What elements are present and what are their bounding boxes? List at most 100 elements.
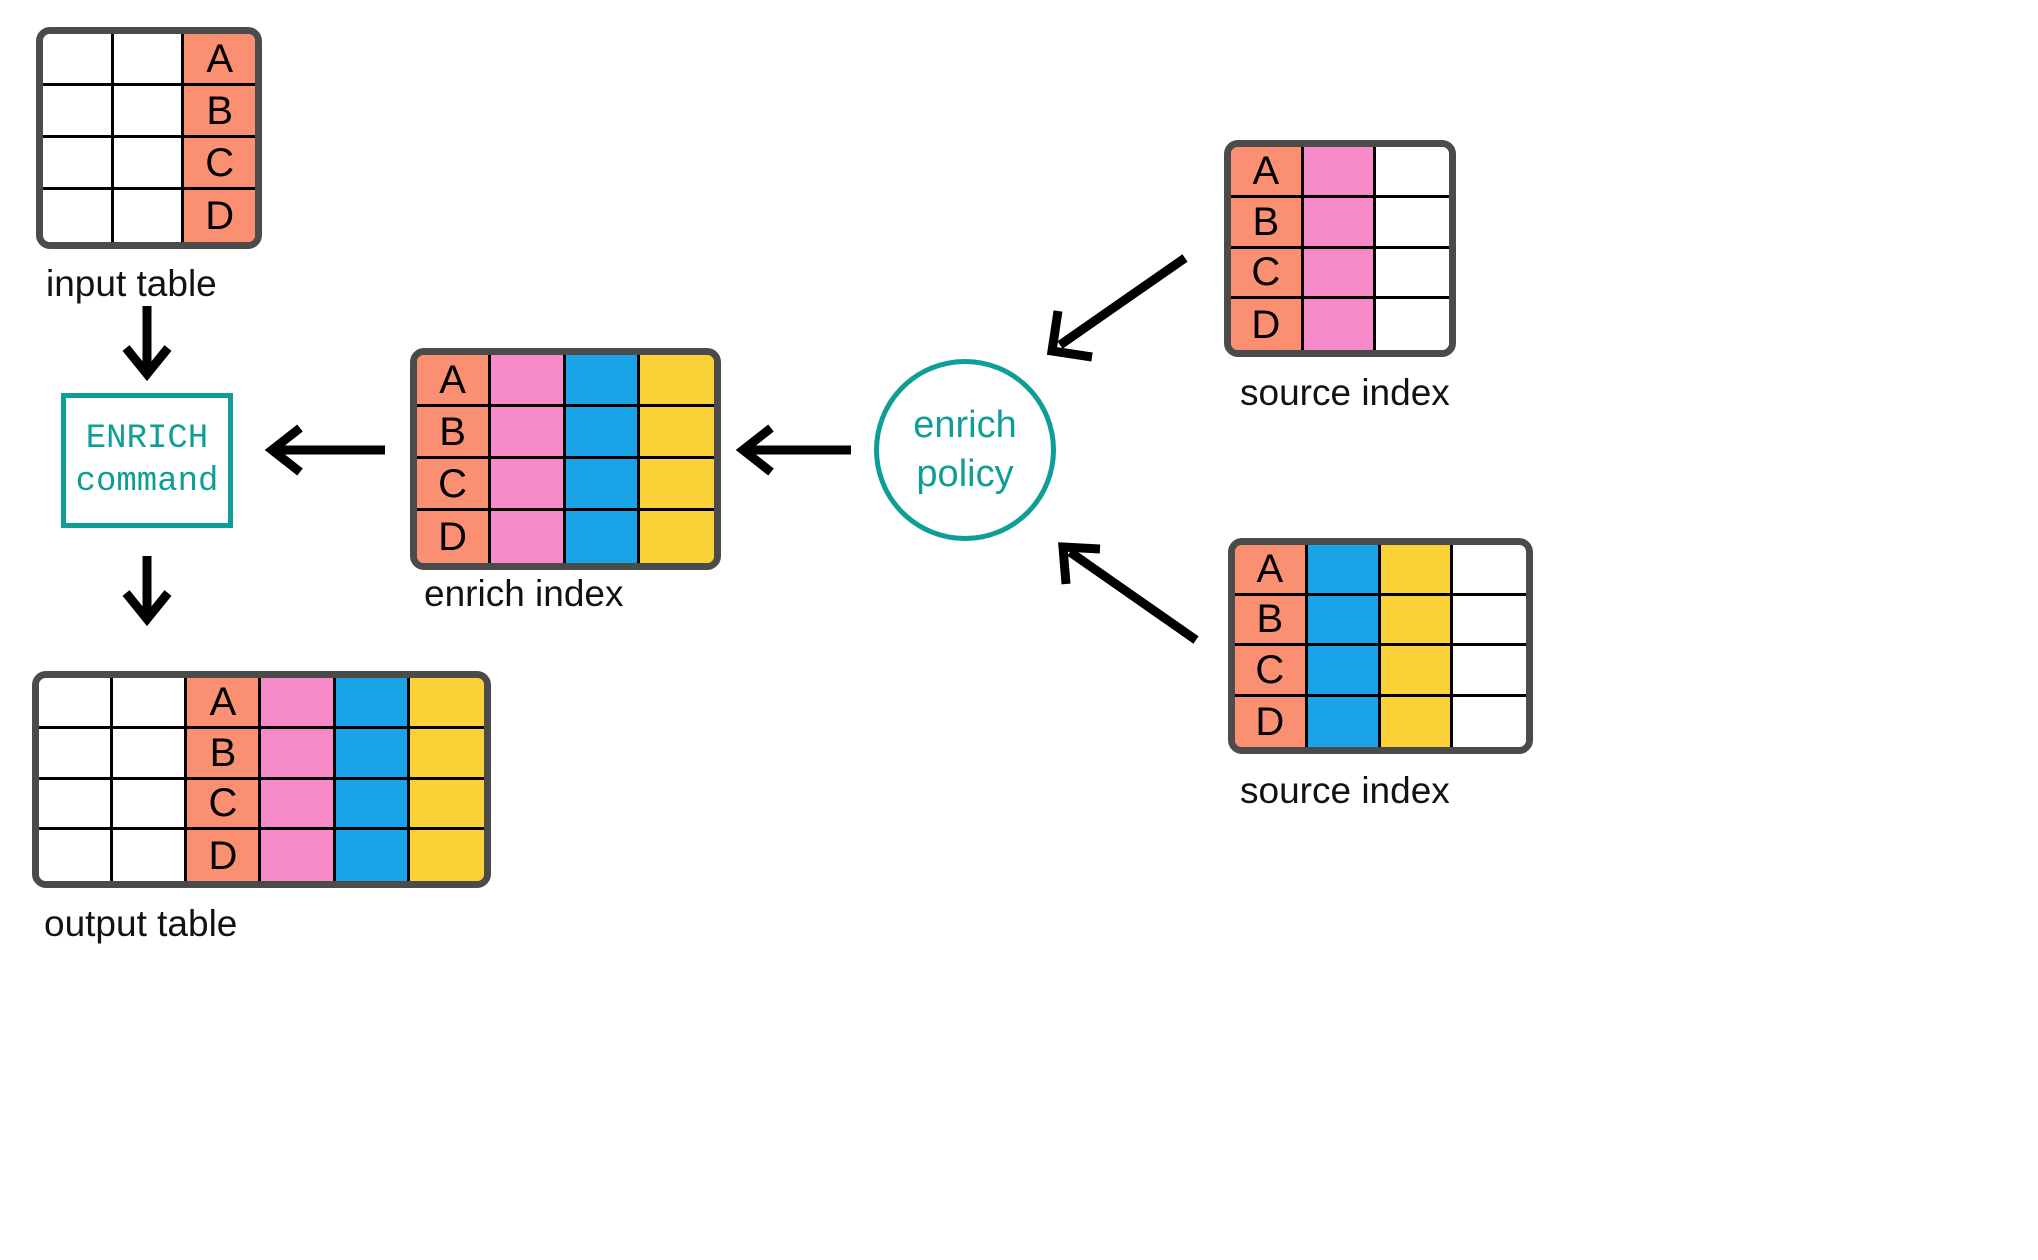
table-cell xyxy=(565,511,640,563)
arrow-enrich-policy-to-enrich-index xyxy=(735,424,851,476)
table-cell xyxy=(1380,646,1454,697)
table-cell xyxy=(1376,299,1449,350)
table-cell-key: D xyxy=(184,190,255,242)
table-cell xyxy=(1453,545,1526,596)
table-cell xyxy=(1303,197,1377,249)
enrich-command-line2: command xyxy=(75,462,219,501)
source-index-top-label: source index xyxy=(1240,372,1450,413)
table-cell-key: C xyxy=(187,779,262,831)
table-cell xyxy=(113,678,188,729)
arrow-source-index-top-to-enrich-policy xyxy=(1046,254,1188,362)
table-cell xyxy=(113,86,185,138)
table-cell-key: B xyxy=(1235,595,1308,646)
output-table-label: output table xyxy=(44,903,238,944)
table-cell xyxy=(43,190,114,242)
table-cell xyxy=(113,830,188,881)
table-cell-key: D xyxy=(187,830,262,881)
table-cell xyxy=(639,459,714,511)
table-cell-key: A xyxy=(187,678,262,729)
table-cell xyxy=(113,728,188,780)
table-cell-key: A xyxy=(417,355,492,407)
table-cell xyxy=(43,138,114,190)
table-cell-key: B xyxy=(184,86,255,138)
table-cell-key: B xyxy=(417,407,492,459)
enrich-index-label: enrich index xyxy=(424,573,624,614)
table-cell xyxy=(1453,595,1526,646)
enrich-command-box[interactable]: ENRICH command xyxy=(61,393,233,528)
table-cell xyxy=(491,407,566,459)
table-cell xyxy=(639,407,714,459)
table-cell xyxy=(409,678,484,729)
table-cell-key: C xyxy=(1235,646,1308,697)
table-cell-key: C xyxy=(1231,248,1304,300)
arrow-source-index-bottom-to-enrich-policy xyxy=(1058,542,1199,644)
table-cell xyxy=(113,34,185,86)
arrow-enrich-command-to-output-table xyxy=(122,556,172,627)
table-cell-key: C xyxy=(417,459,492,511)
table-cell xyxy=(335,678,410,729)
table-cell xyxy=(565,355,640,407)
table-cell-key: A xyxy=(1231,147,1304,198)
arrow-enrich-index-to-enrich-command xyxy=(264,424,385,476)
table-cell xyxy=(113,779,188,831)
table-cell xyxy=(261,728,336,780)
input-table-label: input table xyxy=(46,263,217,304)
table-cell xyxy=(639,355,714,407)
table-cell xyxy=(335,779,410,831)
enrich-policy-line1: enrich xyxy=(913,403,1017,446)
table-cell xyxy=(1376,197,1449,249)
table-cell xyxy=(43,86,114,138)
table-cell-key: A xyxy=(184,34,255,86)
table-cell xyxy=(1303,248,1377,300)
table-cell xyxy=(565,407,640,459)
source-index-bottom-label: source index xyxy=(1240,770,1450,811)
table-cell-key: D xyxy=(1235,696,1308,747)
table-cell-key: B xyxy=(1231,197,1304,249)
table-cell xyxy=(1307,545,1381,596)
table-cell xyxy=(491,459,566,511)
table-cell xyxy=(639,511,714,563)
table-cell xyxy=(1453,696,1526,747)
table-cell xyxy=(39,830,114,881)
table-cell-key: D xyxy=(1231,299,1304,350)
table-cell xyxy=(1380,696,1454,747)
table-cell xyxy=(43,34,114,86)
table-cell xyxy=(1380,545,1454,596)
enrich-policy-circle[interactable]: enrich policy xyxy=(874,359,1056,541)
enrich-command-line1: ENRICH xyxy=(85,420,209,458)
enrich-policy-line2: policy xyxy=(916,453,1014,495)
arrow-input-table-to-enrich-command xyxy=(122,306,172,382)
table-cell xyxy=(39,779,114,831)
table-cell xyxy=(335,830,410,881)
table-cell xyxy=(1307,595,1381,646)
table-cell xyxy=(1380,595,1454,646)
table-cell-key: C xyxy=(184,138,255,190)
table-cell xyxy=(39,678,114,729)
table-cell xyxy=(409,728,484,780)
table-cell xyxy=(409,779,484,831)
table-cell xyxy=(261,678,336,729)
table-cell xyxy=(1307,696,1381,747)
table-cell xyxy=(1303,299,1377,350)
table-cell xyxy=(113,138,185,190)
table-cell-key: A xyxy=(1235,545,1308,596)
table-cell xyxy=(1453,646,1526,697)
table-cell xyxy=(1376,248,1449,300)
table-cell xyxy=(1376,147,1449,198)
table-cell xyxy=(39,728,114,780)
table-cell xyxy=(261,830,336,881)
table-cell xyxy=(335,728,410,780)
table-cell xyxy=(113,190,185,242)
table-cell xyxy=(1307,646,1381,697)
table-cell-key: D xyxy=(417,511,492,563)
table-cell xyxy=(491,511,566,563)
table-cell xyxy=(409,830,484,881)
table-cell xyxy=(491,355,566,407)
